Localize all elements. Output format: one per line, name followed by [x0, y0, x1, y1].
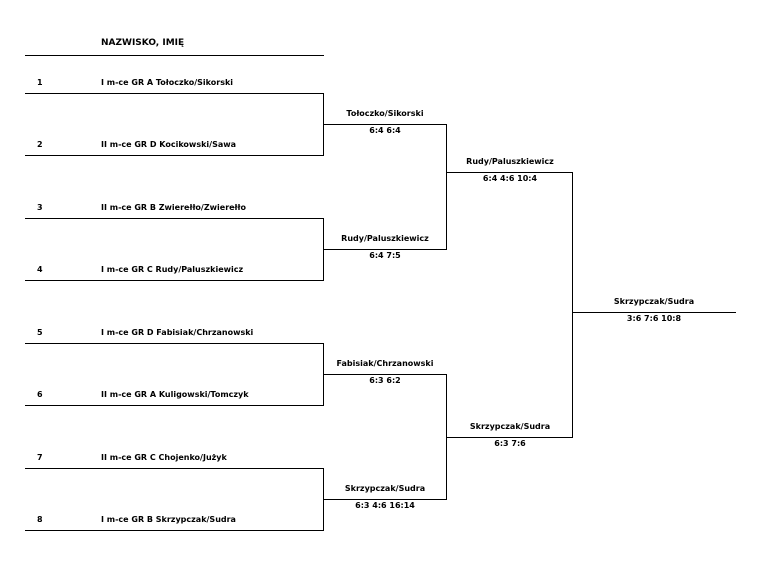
final-winner: Skrzypczak/Sudra [613, 297, 695, 306]
qf-score: 6:4 6:4 [369, 126, 401, 135]
qf-winner: Skrzypczak/Sudra [344, 484, 426, 493]
entry-label: II m-ce GR B Zwierełło/Zwierełło [101, 203, 246, 212]
entry-label: II m-ce GR C Chojenko/Jużyk [101, 453, 227, 462]
entry-line-1 [25, 93, 324, 94]
final-line [572, 312, 736, 313]
entry-number: 7 [37, 453, 43, 462]
column-header: NAZWISKO, IMIĘ [101, 38, 185, 48]
qf-score: 6:4 7:5 [369, 251, 401, 260]
entry-line-5 [25, 343, 324, 344]
entry-line-7 [25, 468, 324, 469]
entry-line-6 [25, 405, 324, 406]
entry-label: I m-ce GR C Rudy/Paluszkiewicz [101, 265, 244, 274]
qf-line-1 [323, 124, 447, 125]
final-score: 3:6 7:6 10:8 [626, 314, 682, 323]
sf-score: 6:3 7:6 [494, 439, 526, 448]
entry-label: I m-ce GR D Fabisiak/Chrzanowski [101, 328, 254, 337]
entry-number: 3 [37, 203, 43, 212]
entry-line-3 [25, 218, 324, 219]
entry-label: II m-ce GR D Kocikowski/Sawa [101, 140, 237, 149]
entry-number: 8 [37, 515, 43, 524]
entry-label: II m-ce GR A Kuligowski/Tomczyk [101, 390, 249, 399]
entry-number: 6 [37, 390, 43, 399]
qf-score: 6:3 6:2 [369, 376, 401, 385]
entry-number: 5 [37, 328, 43, 337]
entry-number: 1 [37, 78, 43, 87]
qf-winner: Tołoczko/Sikorski [346, 109, 424, 118]
qf-line-2 [323, 249, 447, 250]
qf-line-4 [323, 499, 447, 500]
entry-label: I m-ce GR A Tołoczko/Sikorski [101, 78, 234, 87]
sf-winner: Rudy/Paluszkiewicz [466, 157, 554, 166]
qf-winner: Rudy/Paluszkiewicz [341, 234, 429, 243]
header-divider [25, 55, 324, 56]
entry-number: 4 [37, 265, 43, 274]
sf-winner: Skrzypczak/Sudra [469, 422, 551, 431]
entry-line-8 [25, 530, 324, 531]
sf-line-2 [446, 437, 573, 438]
entry-label: I m-ce GR B Skrzypczak/Sudra [101, 515, 236, 524]
qf-line-3 [323, 374, 447, 375]
qf-winner: Fabisiak/Chrzanowski [336, 359, 434, 368]
sf-connector [572, 172, 573, 438]
qf-score: 6:3 4:6 16:14 [355, 501, 415, 510]
qf-connector-1 [446, 124, 447, 250]
entry-line-2 [25, 155, 324, 156]
entry-number: 2 [37, 140, 43, 149]
entry-line-4 [25, 280, 324, 281]
sf-score: 6:4 4:6 10:4 [482, 174, 538, 183]
sf-line-1 [446, 172, 573, 173]
